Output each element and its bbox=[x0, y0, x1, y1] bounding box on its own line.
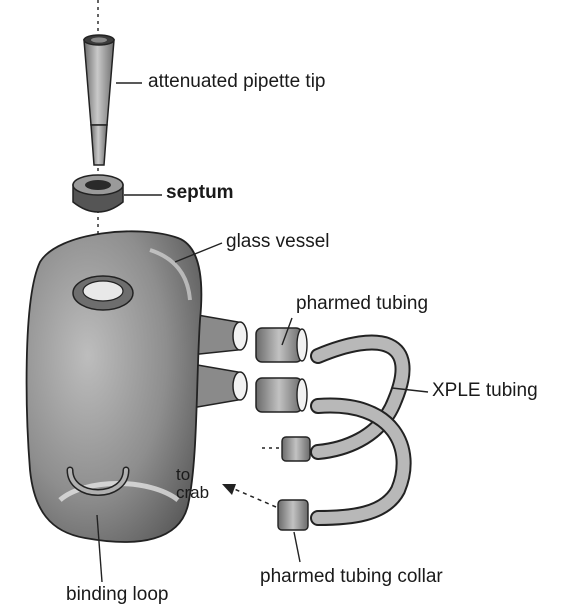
pharmed-tubing-collar-lower bbox=[278, 500, 308, 530]
septum-shape bbox=[73, 175, 123, 212]
vessel-opening bbox=[73, 276, 133, 310]
pharmed-tubing-collar-upper bbox=[282, 437, 310, 461]
label-xple-tubing: XPLE tubing bbox=[432, 381, 538, 402]
label-glass-vessel: glass vessel bbox=[226, 232, 330, 253]
label-pharmed-tubing-collar: pharmed tubing collar bbox=[260, 567, 443, 588]
collar-leader bbox=[294, 532, 300, 562]
to-crab-arrow bbox=[222, 484, 276, 507]
xple-tubing-shape bbox=[318, 343, 404, 518]
pipette-tip-shape bbox=[84, 35, 114, 165]
label-to-crab: to crab bbox=[176, 466, 209, 502]
label-attenuated-pipette-tip: attenuated pipette tip bbox=[148, 72, 325, 93]
label-pharmed-tubing: pharmed tubing bbox=[296, 294, 428, 315]
label-binding-loop: binding loop bbox=[66, 585, 168, 606]
pharmed-tubing-lower bbox=[256, 378, 307, 412]
label-septum: septum bbox=[166, 183, 234, 204]
pharmed-tubing-upper bbox=[256, 328, 307, 362]
